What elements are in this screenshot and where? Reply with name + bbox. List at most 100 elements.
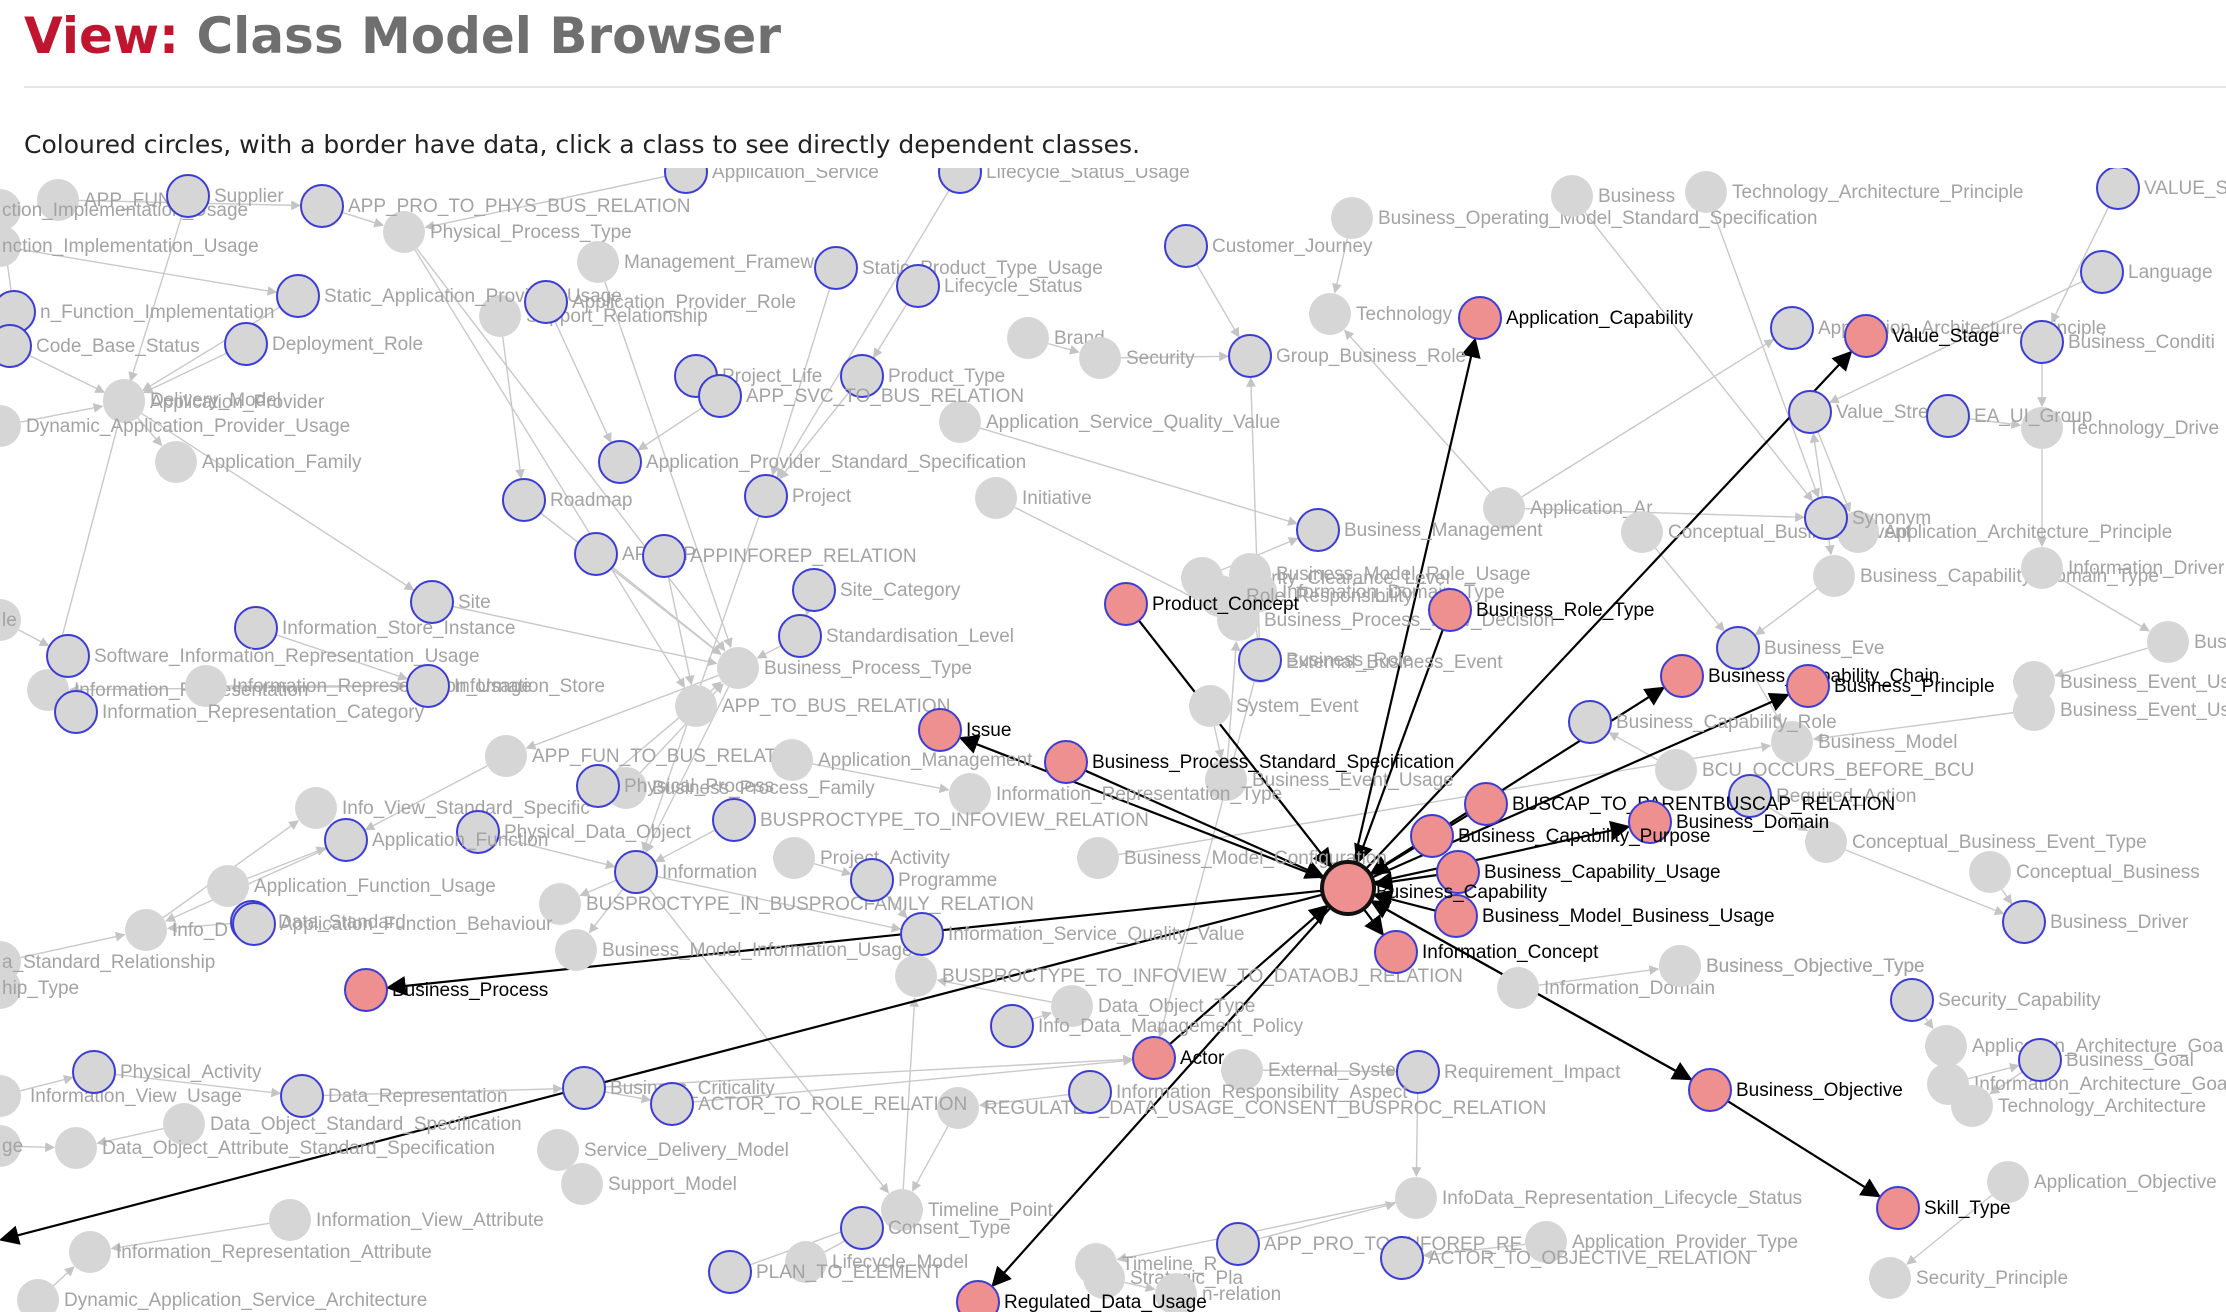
node-circle[interactable]	[2018, 1038, 2062, 1082]
node-circle[interactable]	[1655, 749, 1697, 791]
node-circle[interactable]	[103, 381, 145, 423]
node-circle[interactable]	[1728, 774, 1772, 818]
node-circle[interactable]	[712, 798, 756, 842]
class-node-bcu-occurs-before-bcu[interactable]: BCU_OCCURS_BEFORE_BCU	[1655, 749, 1974, 791]
class-node-information-driver[interactable]: Information_Driver	[2021, 547, 2225, 589]
class-node-business-model[interactable]: Business_Model	[1771, 721, 1957, 763]
class-node-data-representation[interactable]: Data_Representation	[280, 1074, 508, 1118]
class-node-business-management[interactable]: Business_Management	[1296, 508, 1543, 552]
class-node-security[interactable]: Security	[1079, 337, 1195, 379]
class-node-function-implementation[interactable]: n_Function_Implementation	[0, 290, 274, 334]
class-node-information-representation-type[interactable]: Information_Representation_Type	[949, 773, 1282, 815]
class-node-site[interactable]: Site	[410, 580, 491, 624]
node-circle[interactable]	[1869, 1257, 1911, 1299]
class-node-value-stage[interactable]: Value_Stage	[1844, 314, 1999, 358]
node-circle[interactable]	[1428, 588, 1472, 632]
class-node-business-capability-usage[interactable]: Business_Capability_Usage	[1436, 850, 1721, 894]
class-node-actor[interactable]: Actor	[1132, 1036, 1225, 1080]
node-circle[interactable]	[1844, 314, 1888, 358]
class-node-business-goal[interactable]: Business_Goal	[2018, 1038, 2194, 1082]
class-nodes[interactable]: APP_FUNPhysical_Process_TypeBusiness_Ope…	[0, 168, 2226, 1312]
class-node-data-standard-relationship[interactable]: a_Standard_Relationship	[0, 941, 215, 983]
class-node-supplier-support-relationship[interactable]: Support_Relationship	[479, 295, 708, 337]
node-circle[interactable]	[1155, 1273, 1197, 1312]
class-node-consent-type[interactable]: Consent_Type	[840, 1206, 1011, 1250]
node-circle[interactable]	[324, 818, 368, 862]
node-circle[interactable]	[744, 474, 788, 518]
node-circle[interactable]	[163, 1103, 205, 1145]
class-node-business-event[interactable]: Business_Eve	[1716, 626, 1884, 670]
class-node-service-delivery-model[interactable]: Service_Delivery_Model	[537, 1129, 789, 1171]
class-node-dynamic-application-provider-usage[interactable]: Dynamic_Application_Provider_Usage	[0, 405, 350, 447]
class-node-information-concept[interactable]: Information_Concept	[1374, 930, 1599, 974]
class-node-project-activity[interactable]: Project_Activity	[773, 837, 950, 879]
node-circle[interactable]	[717, 647, 759, 689]
class-node-business[interactable]: Business	[1551, 175, 1675, 217]
node-circle[interactable]	[895, 955, 937, 997]
node-circle[interactable]	[1395, 1177, 1437, 1219]
node-circle[interactable]	[17, 1279, 59, 1312]
class-node-physical-process[interactable]: Physical_Process	[576, 764, 774, 808]
class-node-regulated-data-usage[interactable]: Regulated_Data_Usage	[956, 1280, 1207, 1312]
node-circle[interactable]	[1374, 930, 1418, 974]
node-circle[interactable]	[479, 295, 521, 337]
node-circle[interactable]	[562, 1066, 606, 1110]
node-circle[interactable]	[125, 909, 167, 951]
class-node-product-type[interactable]: Product_Type	[840, 354, 1005, 398]
node-circle[interactable]	[2020, 320, 2064, 364]
class-node-information-representation-category[interactable]: Information_Representation_Category	[54, 690, 425, 734]
node-circle[interactable]	[949, 773, 991, 815]
class-node-business-operating-model-standard-specification[interactable]: Business_Operating_Model_Standard_Specif…	[1331, 197, 1817, 239]
node-circle[interactable]	[295, 787, 337, 829]
class-node-business-capability-role[interactable]: Business_Capability_Role	[1568, 700, 1837, 744]
node-circle[interactable]	[771, 739, 813, 781]
class-node-business-role[interactable]: Business_Role	[1238, 638, 1413, 682]
node-circle[interactable]	[577, 241, 619, 283]
class-node-language[interactable]: Language	[2080, 250, 2213, 294]
class-node-business-model-configuration[interactable]: Business_Model_Configuration	[1077, 837, 1387, 879]
class-node-timeline-point[interactable]: Timeline_Point	[881, 1189, 1054, 1231]
class-node-information-representation-attribute[interactable]: Information_Representation_Attribute	[69, 1231, 432, 1273]
node-circle[interactable]	[1083, 1257, 1125, 1299]
node-circle[interactable]	[1551, 175, 1593, 217]
node-circle[interactable]	[1659, 945, 1701, 987]
class-node-supplier[interactable]: Supplier	[166, 174, 284, 218]
node-circle[interactable]	[1925, 1025, 1967, 1067]
class-node-required-action[interactable]: Required_Action	[1728, 774, 1916, 818]
class-node-buscap-to-parentbuscap-relation[interactable]: BUSCAP_TO_PARENTBUSCAP_RELATION	[1464, 782, 1895, 826]
node-circle[interactable]	[1410, 814, 1454, 858]
class-node-app-svc-to-bus-relation[interactable]: APP_SVC_TO_BUS_RELATION	[698, 374, 1024, 418]
node-circle[interactable]	[46, 634, 90, 678]
node-circle[interactable]	[0, 1075, 21, 1117]
class-node-value-s[interactable]: VALUE_S	[2096, 168, 2226, 210]
node-circle[interactable]	[72, 1050, 116, 1094]
class-node-application-architecture[interactable]: Application_Ar	[1483, 487, 1653, 529]
class-node-business-capability-domain-type-2[interactable]: Application_Architecture_Principle	[1837, 511, 2172, 553]
class-node-value-stream[interactable]: Value_Stre	[1788, 390, 1929, 434]
node-circle[interactable]	[850, 858, 894, 902]
class-node-conceptual-business-event-type[interactable]: Conceptual_Business_Event_Type	[1805, 821, 2147, 863]
class-node-roadmap[interactable]: Roadmap	[502, 478, 632, 522]
node-circle[interactable]	[2096, 168, 2140, 210]
class-node-deployment-role[interactable]: Deployment_Role	[224, 322, 423, 366]
node-circle[interactable]	[344, 968, 388, 1012]
node-circle[interactable]	[1688, 1068, 1732, 1112]
node-circle[interactable]	[675, 685, 717, 727]
node-circle[interactable]	[1051, 985, 1093, 1027]
node-circle[interactable]	[55, 1127, 97, 1169]
class-node-requirement-impact[interactable]: Requirement_Impact	[1396, 1050, 1621, 1094]
node-circle[interactable]	[1164, 224, 1208, 268]
node-circle[interactable]	[1434, 894, 1478, 938]
class-node-site-category[interactable]: Site_Category	[792, 568, 961, 612]
class-node-business-process-type[interactable]: Business_Process_Type	[717, 647, 972, 689]
class-node-product-concept[interactable]: Product_Concept	[1104, 582, 1300, 626]
class-node-data-object-usage[interactable]: le	[0, 599, 21, 641]
node-circle[interactable]	[614, 850, 658, 894]
class-node-regulated-data-usage-consent-busproc-relation[interactable]: REGULATED_DATA_USAGE_CONSENT_BUSPROC_REL…	[937, 1087, 1546, 1129]
class-node-security-capability[interactable]: Security_Capability	[1890, 978, 2101, 1022]
node-circle[interactable]	[1238, 638, 1282, 682]
node-circle[interactable]	[840, 354, 884, 398]
node-circle[interactable]	[1804, 496, 1848, 540]
class-node-application-capability[interactable]: Application_Capability	[1458, 296, 1693, 340]
node-circle[interactable]	[785, 1241, 827, 1283]
